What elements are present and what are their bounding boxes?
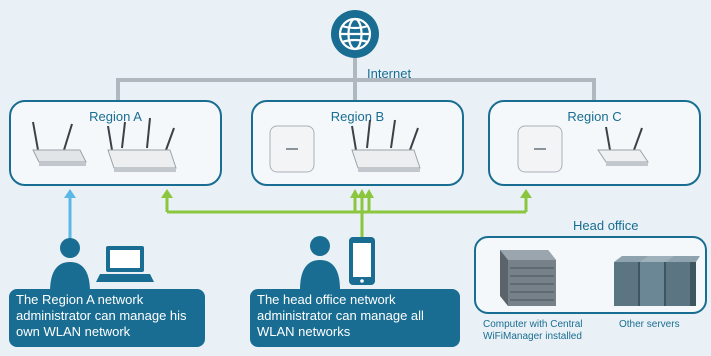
central-server-caption: Computer with Central WiFiManager instal…: [483, 319, 583, 342]
access-point-icon: [107, 117, 177, 172]
head-admin-callout: The head office network administrator ca…: [250, 289, 460, 347]
region-a-label: Region A: [89, 109, 142, 124]
access-point-icon: [351, 119, 421, 172]
router-icon: [597, 126, 649, 166]
region-admin-callout: The Region A network administrator can m…: [9, 289, 205, 347]
internet-links: [116, 58, 596, 100]
other-servers-caption: Other servers: [619, 319, 680, 330]
ceiling-access-point-icon: [269, 125, 315, 173]
tablet-icon: [349, 237, 375, 285]
person-icon: [50, 238, 90, 292]
ceiling-access-point-icon: [517, 125, 563, 173]
person-icon: [300, 236, 340, 290]
region-c-label: Region C: [567, 109, 622, 124]
internet-label: Internet: [367, 66, 412, 81]
head-office-label: Head office: [573, 218, 639, 233]
server-rack-icon: [500, 250, 556, 306]
server-tower-icon: [614, 256, 700, 306]
access-point-icon: [32, 121, 87, 166]
laptop-icon: [96, 246, 154, 282]
managed-link-arrows: [161, 189, 532, 198]
